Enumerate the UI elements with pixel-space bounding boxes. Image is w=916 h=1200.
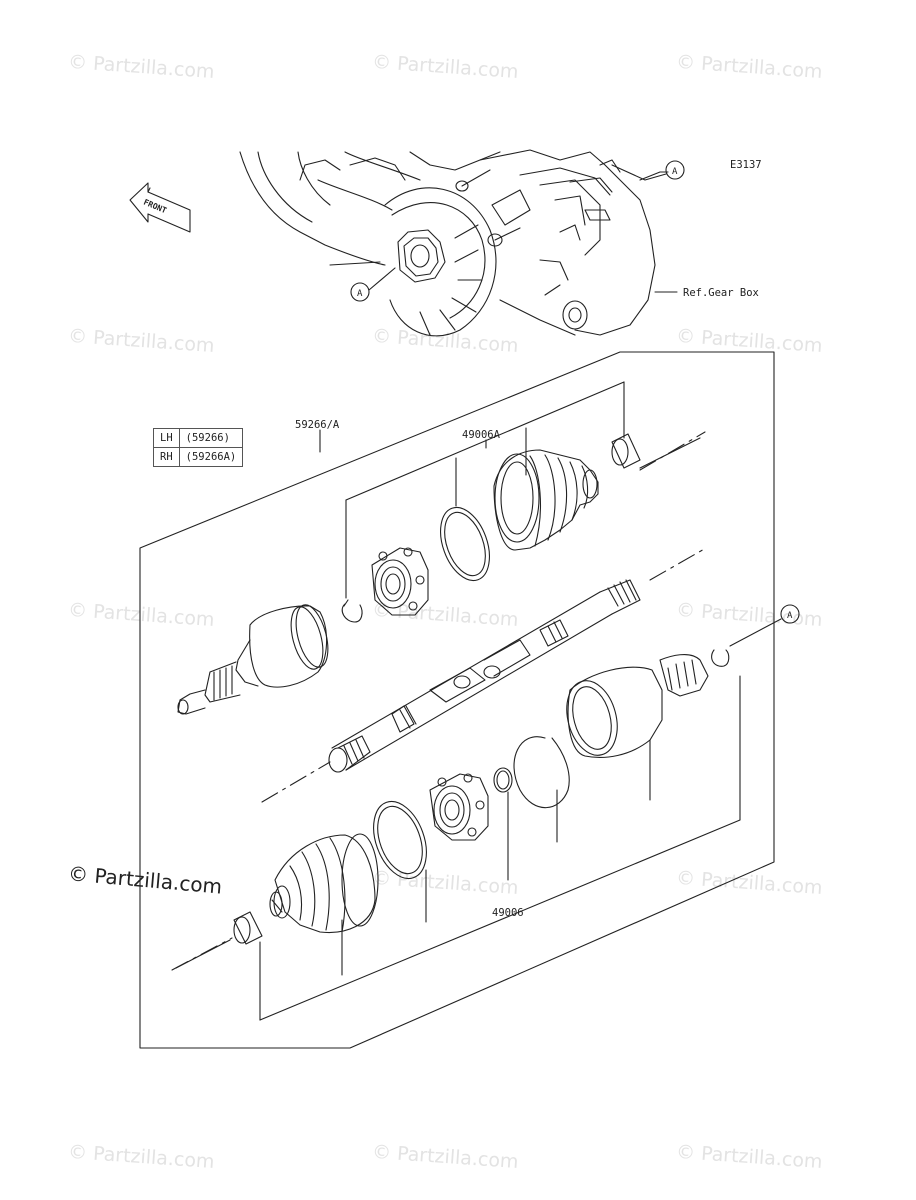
callout-a-text: A [787,611,793,621]
callout-a-circle [780,604,800,624]
callout-a-circle [665,160,685,180]
callout-a-text: A [357,289,363,299]
assembly-frame [139,351,775,1049]
variant-part: (59266A) [178,447,244,467]
variant-row: LH (59266) [153,428,244,448]
assembly-part-number: 59266/A [295,419,340,431]
variant-table: LH (59266) RH (59266A) [153,428,244,467]
callout-a-circle [350,282,370,302]
variant-side: RH [153,447,180,467]
callout-a-text: A [672,167,678,177]
ring-part-number: 49006 [492,907,524,919]
boot-kit-part-number: 49006A [462,429,501,441]
variant-row: RH (59266A) [153,447,244,467]
ref-gear-box-label: Ref.Gear Box [683,287,759,299]
front-arrow-icon [129,182,191,233]
variant-part: (59266) [178,428,244,448]
front-label: FRONT [142,198,168,216]
variant-side: LH [153,428,180,448]
gear-box [239,149,669,337]
diagram-code: E3137 [730,159,762,171]
